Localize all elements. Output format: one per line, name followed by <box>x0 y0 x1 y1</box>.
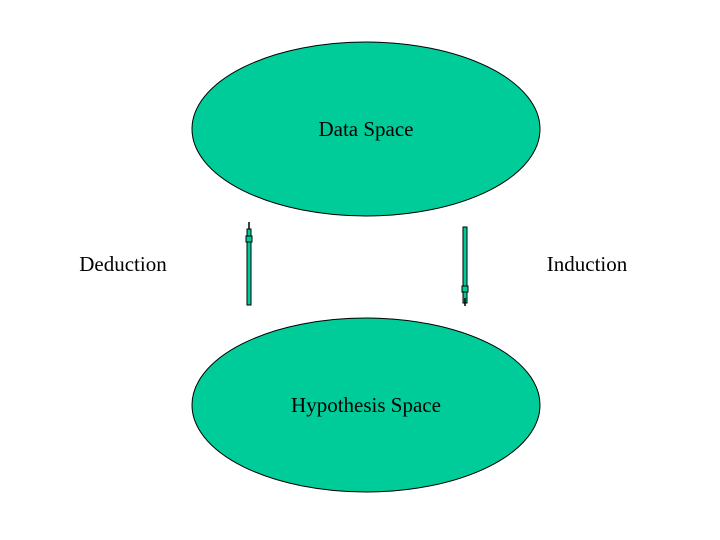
induction-label: Induction <box>547 252 628 276</box>
deduction-label: Deduction <box>79 252 167 276</box>
induction-arrow <box>461 226 469 306</box>
deduction-arrow <box>245 222 253 306</box>
hypothesis-space-label: Hypothesis Space <box>291 393 441 417</box>
data-space-label: Data Space <box>318 117 413 141</box>
data-space-node: Data Space <box>191 41 541 217</box>
hypothesis-space-node: Hypothesis Space <box>191 317 541 493</box>
